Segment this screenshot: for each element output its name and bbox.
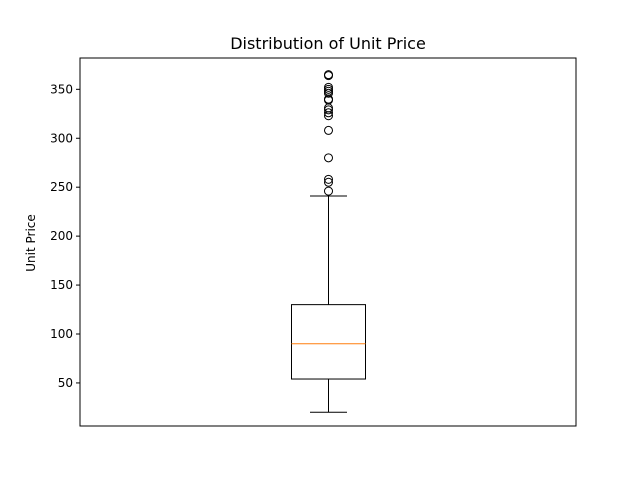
outlier-point [324, 153, 333, 163]
y-tick-label: 200 [50, 229, 73, 243]
y-tick-label: 300 [50, 131, 73, 145]
y-tick-label: 100 [50, 327, 73, 341]
plot-area-frame [79, 57, 577, 427]
outlier-point [324, 177, 333, 187]
outlier-point [324, 82, 333, 92]
chart-title: Distribution of Unit Price [230, 34, 426, 53]
y-axis-ticks: 50 100 150 200 250 300 350 [50, 82, 80, 390]
y-tick-label: 250 [50, 180, 73, 194]
y-tick-label: 150 [50, 278, 73, 292]
outlier-points [324, 70, 333, 196]
y-tick-label: 50 [58, 376, 73, 390]
outlier-point [324, 108, 333, 118]
box-element [291, 195, 366, 413]
outlier-point [324, 125, 333, 135]
outlier-point [324, 174, 333, 184]
outlier-point [324, 70, 333, 80]
iqr-box [291, 304, 366, 380]
y-tick-label: 350 [50, 82, 73, 96]
outlier-point [324, 186, 333, 196]
y-axis-label: Unit Price [24, 214, 38, 272]
